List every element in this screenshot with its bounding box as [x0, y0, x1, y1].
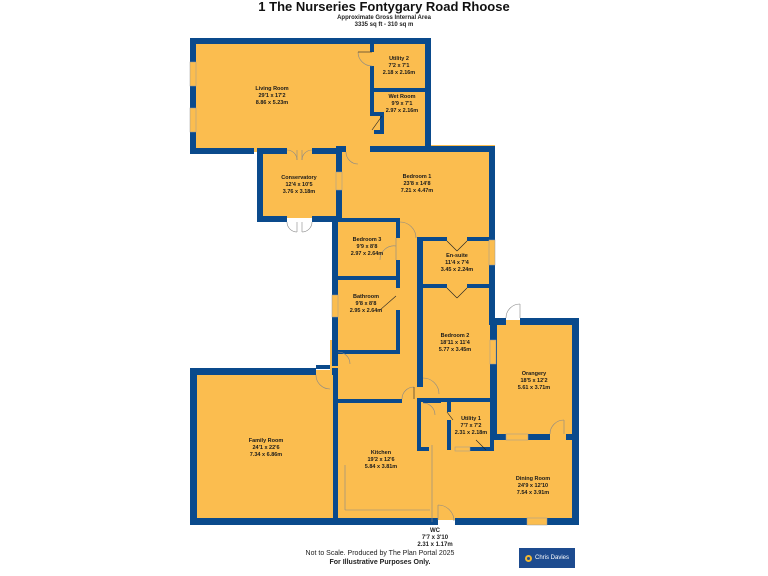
- room-name: Living Room: [255, 86, 288, 92]
- wc-label: WC 7'7 x 3'10 2.31 x 1.17m: [400, 528, 470, 549]
- logo-ring-icon: [524, 554, 532, 562]
- walls: [190, 38, 579, 525]
- footer-disclaimer: Not to Scale. Produced by The Plan Porta…: [305, 550, 455, 557]
- wc-imperial: 7'7 x 3'10: [421, 535, 449, 541]
- area-label: Approximate Gross Internal Area: [337, 15, 431, 21]
- footer: Not to Scale. Produced by The Plan Porta…: [290, 549, 470, 567]
- area-value: 3335 sq ft - 310 sq m: [354, 22, 414, 28]
- svg-text:Utility 27'2 x 7'12.18 x 2.16m: Utility 27'2 x 7'12.18 x 2.16m: [383, 56, 416, 76]
- svg-text:Bedroom 218'11 x 11'45.77 x 3.: Bedroom 218'11 x 11'45.77 x 3.45m: [439, 333, 472, 353]
- wc-metric: 2.31 x 1.17m: [417, 542, 453, 548]
- logo-text: Chris Davies: [534, 555, 569, 561]
- floor-fills: [193, 40, 578, 520]
- windows: [189, 61, 548, 526]
- wc-name: WC: [430, 528, 440, 534]
- svg-text:Utility 17'7 x 7'22.31 x 2.18m: Utility 17'7 x 7'22.31 x 2.18m: [455, 416, 488, 436]
- svg-text:Bedroom 123'8 x 14'87.21 x 4.4: Bedroom 123'8 x 14'87.21 x 4.47m: [401, 174, 434, 194]
- doors: [286, 51, 565, 522]
- plan-title: 1 The Nurseries Fontygary Road Rhoose: [258, 0, 510, 14]
- agent-logo: Chris Davies: [519, 548, 575, 568]
- svg-text:Bedroom 39'9 x 8'82.97 x 2.64m: Bedroom 39'9 x 8'82.97 x 2.64m: [351, 237, 384, 257]
- footer-purpose: For Illustrative Purposes Only.: [329, 559, 431, 566]
